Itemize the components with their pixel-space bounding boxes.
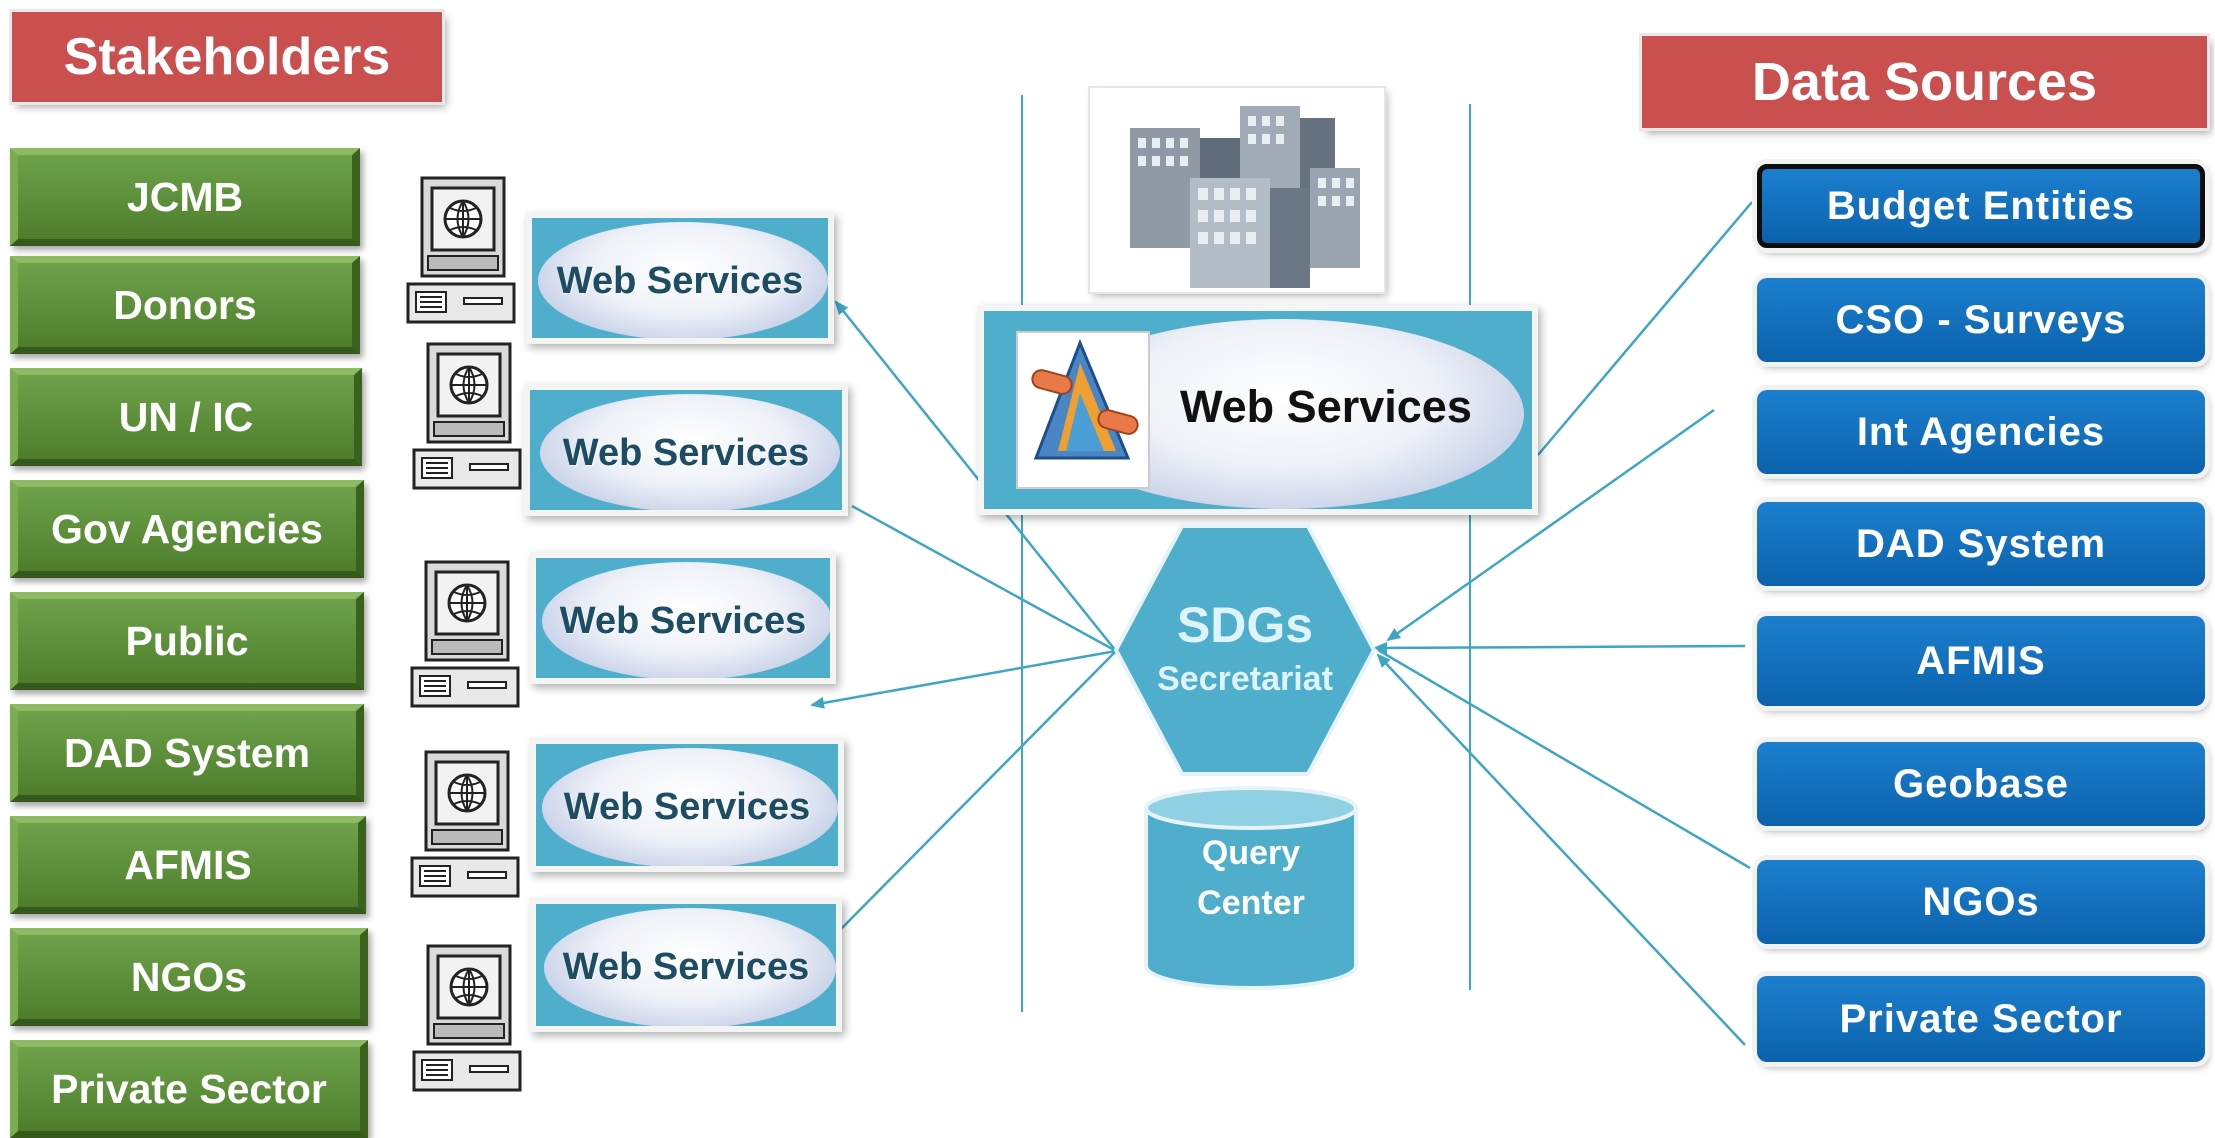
source-geobase[interactable]: Geobase [1757,742,2205,826]
web-services-label: Web Services [559,600,807,642]
stakeholder-dad-system[interactable]: DAD System [10,704,364,802]
stakeholder-ngos[interactable]: NGOs [10,928,368,1026]
stakeholder-jcmb[interactable]: JCMB [10,148,360,246]
stakeholder-public[interactable]: Public [10,592,364,690]
stakeholder-afmis[interactable]: AFMIS [10,816,366,914]
office-buildings-image [1090,88,1384,292]
office-buildings-icon [1130,106,1360,288]
source-int-agencies[interactable]: Int Agencies [1757,390,2205,474]
source-private-sector[interactable]: Private Sector [1757,976,2205,1062]
web-services-label: Web Services [563,786,811,828]
data-sources-header: Data Sources [1642,36,2207,128]
source-afmis[interactable]: AFMIS [1757,616,2205,706]
web-services-card[interactable]: Web Services [530,552,836,684]
web-services-card[interactable]: Web Services [530,898,842,1032]
computer-terminal-icon [412,944,522,1092]
query-center-line2: Center [1197,884,1305,922]
sdgs-subtitle: Secretariat [1157,660,1333,698]
sdgs-secretariat-hub[interactable] [1114,524,1376,776]
central-web-services-label: Web Services [1180,381,1472,432]
source-budget-entities[interactable]: Budget Entities [1757,164,2205,248]
stakeholder-donors[interactable]: Donors [10,256,360,354]
sdgs-title: SDGs [1176,597,1314,653]
source-ngos[interactable]: NGOs [1757,860,2205,944]
web-services-logo-icon [1031,338,1139,460]
computer-terminal-icon [410,560,520,708]
query-center-database[interactable] [1140,786,1362,996]
web-services-card[interactable]: Web Services [526,212,834,344]
computer-terminal-icon [406,176,516,324]
web-services-card[interactable]: Web Services [524,384,848,516]
computer-terminal-icon [410,750,520,898]
web-services-label: Web Services [556,260,804,302]
computer-terminal-icon [412,342,522,490]
source-cso-surveys[interactable]: CSO - Surveys [1757,278,2205,362]
stakeholder-gov-agencies[interactable]: Gov Agencies [10,480,364,578]
query-center-line1: Query [1201,834,1301,872]
web-services-logo [1016,331,1150,489]
stakeholder-un-ic[interactable]: UN / IC [10,368,362,466]
web-services-label: Web Services [562,432,810,474]
web-services-label: Web Services [562,946,810,988]
source-dad-system[interactable]: DAD System [1757,502,2205,586]
web-services-card[interactable]: Web Services [530,738,844,872]
central-web-services-card[interactable]: Web Services [978,305,1538,515]
stakeholder-private-sector[interactable]: Private Sector [10,1040,368,1138]
stakeholders-header: Stakeholders [12,12,442,102]
